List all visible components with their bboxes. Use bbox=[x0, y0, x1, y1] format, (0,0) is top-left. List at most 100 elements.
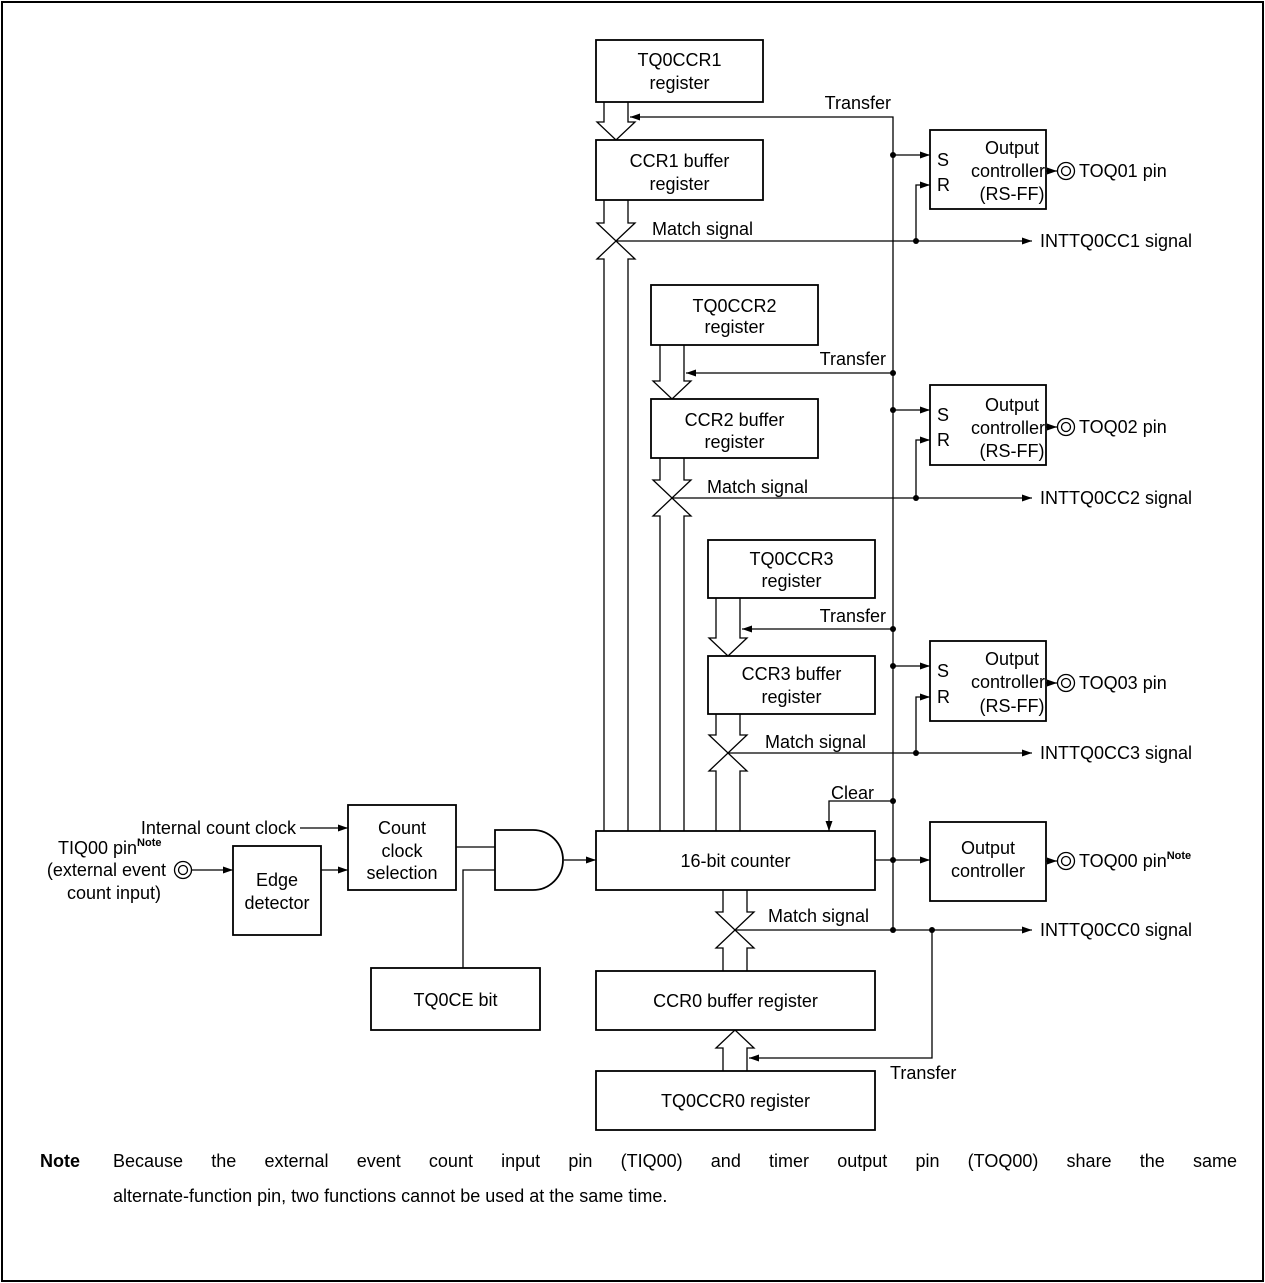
tq0ce-bit-block: TQ0CE bit bbox=[370, 967, 541, 1031]
toq03-pin-label: TOQ03 pin bbox=[1079, 673, 1167, 693]
output-controller-3: S R Output controller (RS-FF) bbox=[929, 640, 1047, 722]
count-clock-selection-block: Count clock selection bbox=[347, 804, 457, 891]
tq0ccr1-register-block: TQ0CCR1 register bbox=[595, 39, 764, 103]
reset-line-3 bbox=[915, 693, 930, 753]
output-controller-line-2: controller bbox=[971, 418, 1045, 438]
tiq00-pin-label: TIQ00 pinNote bbox=[58, 837, 162, 858]
connectors bbox=[192, 113, 1057, 1062]
tq0ccr1-name: TQ0CCR1 bbox=[637, 50, 721, 70]
clear-label: Clear bbox=[831, 783, 874, 803]
tq0ccr0-label: TQ0CCR0 register bbox=[661, 1091, 810, 1111]
toq00-pin-label: TOQ00 pinNote bbox=[1079, 850, 1191, 871]
counter-label: 16-bit counter bbox=[680, 851, 790, 871]
tq0ccr3-register-block: TQ0CCR3 register bbox=[707, 539, 876, 599]
and-gate bbox=[494, 829, 564, 891]
transfer-label-ccr1: Transfer bbox=[825, 93, 891, 113]
output-controller-line-3: (RS-FF) bbox=[980, 696, 1045, 716]
output-controller-line-3: (RS-FF) bbox=[980, 441, 1045, 461]
counter-block: 16-bit counter bbox=[595, 830, 876, 891]
junction-dot bbox=[890, 857, 896, 863]
interrupt-label-cc0: INTTQ0CC0 signal bbox=[1040, 920, 1192, 940]
ccr1-buffer-name: CCR1 buffer bbox=[630, 151, 730, 171]
bus-arrow-ccr2-buffer-to-compare bbox=[651, 458, 693, 499]
tq0ccr0-register-block: TQ0CCR0 register bbox=[595, 1070, 876, 1131]
count-clock-selection-line-1: Count bbox=[378, 818, 426, 838]
output-controller-0: Output controller bbox=[929, 821, 1047, 902]
pin-terminal-icon bbox=[173, 860, 193, 880]
toq02-pin-label: TOQ02 pin bbox=[1079, 417, 1167, 437]
edge-detector-line-1: Edge bbox=[256, 870, 298, 890]
output-controller-line-3: (RS-FF) bbox=[980, 184, 1045, 204]
tiq00-pin: TIQ00 pinNote (external event count inpu… bbox=[47, 837, 193, 903]
edge-detector-line-2: detector bbox=[244, 893, 309, 913]
output-controller-line-2: controller bbox=[971, 161, 1045, 181]
interrupt-label-cc3: INTTQ0CC3 signal bbox=[1040, 743, 1192, 763]
set-input-label: S bbox=[937, 405, 949, 425]
junction-dot bbox=[890, 626, 896, 632]
toq02-pin: TOQ02 pin bbox=[1056, 417, 1167, 437]
footnote-label: Note bbox=[40, 1151, 80, 1171]
ccr0-buffer-register-block: CCR0 buffer register bbox=[595, 970, 876, 1031]
ccr3-buffer-type: register bbox=[761, 687, 821, 707]
tq0ccr3-type: register bbox=[761, 571, 821, 591]
output-controller-line-2: controller bbox=[951, 861, 1025, 881]
pin-terminal-icon bbox=[1056, 851, 1076, 871]
tq0ccr1-type: register bbox=[649, 73, 709, 93]
transfer-line-ccr1 bbox=[630, 113, 894, 930]
ccr3-buffer-register-block: CCR3 buffer register bbox=[707, 655, 876, 715]
transfer-label-ccr2: Transfer bbox=[820, 349, 886, 369]
data-buses bbox=[595, 102, 756, 1071]
tq0ccr2-type: register bbox=[704, 317, 764, 337]
toq01-pin-label: TOQ01 pin bbox=[1079, 161, 1167, 181]
junction-dot bbox=[929, 927, 935, 933]
ccr0-buffer-label: CCR0 buffer register bbox=[653, 991, 818, 1011]
output-controller-line-1: Output bbox=[985, 395, 1039, 415]
bus-arrow-tq0ccr0-to-buffer bbox=[714, 1029, 756, 1071]
reset-line-2 bbox=[915, 436, 930, 498]
bus-arrow-ccr1-buffer-to-compare bbox=[595, 200, 637, 242]
transfer-label-ccr3: Transfer bbox=[820, 606, 886, 626]
toq00-pin: TOQ00 pinNote bbox=[1056, 850, 1191, 871]
junction-dot bbox=[890, 798, 896, 804]
tq0ccr3-name: TQ0CCR3 bbox=[749, 549, 833, 569]
bus-arrow-ccr0-buffer-to-compare bbox=[714, 929, 756, 971]
pin-terminal-icon bbox=[1056, 417, 1076, 437]
tq0ccr2-register-block: TQ0CCR2 register bbox=[650, 284, 819, 346]
tiq00-pin-name: TIQ00 pin bbox=[58, 838, 137, 858]
bus-arrow-tq0ccr3-to-buffer bbox=[707, 598, 749, 657]
bus-arrow-counter-to-compare-3 bbox=[707, 752, 749, 831]
toq00-pin-note-mark: Note bbox=[1167, 850, 1191, 862]
tq0ccr2-name: TQ0CCR2 bbox=[692, 296, 776, 316]
junction-dots bbox=[890, 152, 935, 933]
count-clock-selection-line-2: clock bbox=[381, 841, 423, 861]
junction-dot bbox=[913, 238, 919, 244]
match-signal-label-3: Match signal bbox=[765, 732, 866, 752]
bus-arrow-tq0ccr2-to-buffer bbox=[651, 345, 693, 400]
junction-dot bbox=[890, 663, 896, 669]
output-controller-line-1: Output bbox=[985, 649, 1039, 669]
match-signal-label-2: Match signal bbox=[707, 477, 808, 497]
ccr1-buffer-type: register bbox=[649, 174, 709, 194]
toq01-pin: TOQ01 pin bbox=[1056, 161, 1167, 181]
interrupt-label-cc1: INTTQ0CC1 signal bbox=[1040, 231, 1192, 251]
bus-arrow-ccr3-buffer-to-compare bbox=[707, 714, 749, 754]
edge-detector-block: Edge detector bbox=[232, 845, 322, 936]
tiq00-description-line-2: count input) bbox=[67, 883, 161, 903]
footnote-line-2: alternate-function pin, two functions ca… bbox=[113, 1186, 668, 1206]
reset-input-label: R bbox=[937, 430, 950, 450]
ccr2-buffer-name: CCR2 buffer bbox=[685, 410, 785, 430]
signal-labels: Transfer Transfer Transfer Transfer Matc… bbox=[141, 93, 1192, 1083]
toq03-pin: TOQ03 pin bbox=[1056, 673, 1167, 693]
tq0ce-to-gate-line bbox=[462, 869, 495, 968]
bus-arrow-counter-to-compare-0 bbox=[714, 890, 756, 931]
junction-dot bbox=[890, 407, 896, 413]
transfer-line-ccr0 bbox=[749, 930, 933, 1062]
footnote-line-1: Because the external event count input p… bbox=[113, 1151, 1237, 1171]
match-signal-label-0: Match signal bbox=[768, 906, 869, 926]
tiq00-description-line-1: (external event bbox=[47, 860, 166, 880]
internal-count-clock-label: Internal count clock bbox=[141, 818, 297, 838]
pin-terminal-icon bbox=[1056, 673, 1076, 693]
output-controller-2: S R Output controller (RS-FF) bbox=[929, 384, 1047, 466]
junction-dot bbox=[890, 370, 896, 376]
